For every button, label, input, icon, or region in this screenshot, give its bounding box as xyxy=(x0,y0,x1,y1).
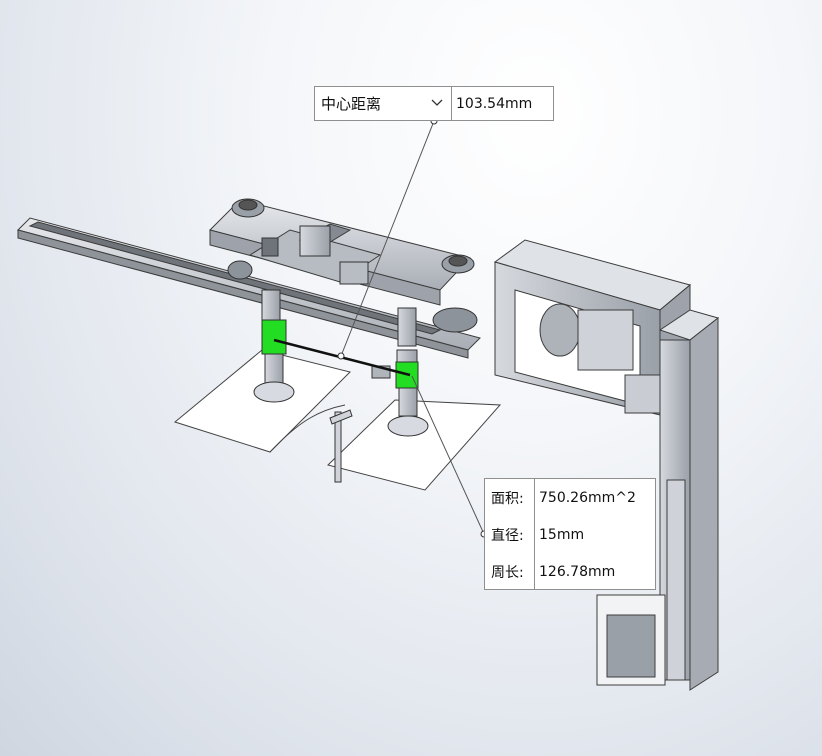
property-row-diameter: 直径: 15mm xyxy=(485,516,655,553)
properties-callout: 面积: 750.26mm^2 直径: 15mm 周长: 126.78mm xyxy=(484,478,656,590)
perimeter-value: 126.78mm xyxy=(539,563,616,580)
measure-callout: 中心距离 103.54mm xyxy=(314,86,554,121)
pulleys xyxy=(227,198,478,333)
chevron-down-icon[interactable] xyxy=(431,97,443,110)
property-row-perimeter: 周长: 126.78mm xyxy=(485,553,655,590)
suction-cup-right xyxy=(371,307,429,437)
diameter-label: 直径: xyxy=(485,516,535,553)
suction-cup-left xyxy=(253,289,295,403)
diameter-value: 15mm xyxy=(539,526,585,543)
perimeter-label: 周长: xyxy=(485,553,535,590)
property-row-area: 面积: 750.26mm^2 xyxy=(485,479,655,516)
clamp-blocks xyxy=(261,225,369,285)
measure-value: 103.54mm xyxy=(456,95,533,112)
gantry-block xyxy=(493,239,692,416)
stand-bracket xyxy=(329,409,353,483)
area-label: 面积: xyxy=(485,479,535,516)
measure-mode-dropdown[interactable]: 中心距离 xyxy=(315,87,452,120)
measure-mode-label: 中心距离 xyxy=(321,95,382,113)
area-value: 750.26mm^2 xyxy=(539,489,636,506)
vertical-column xyxy=(596,309,720,691)
paper-sheets xyxy=(173,349,502,491)
